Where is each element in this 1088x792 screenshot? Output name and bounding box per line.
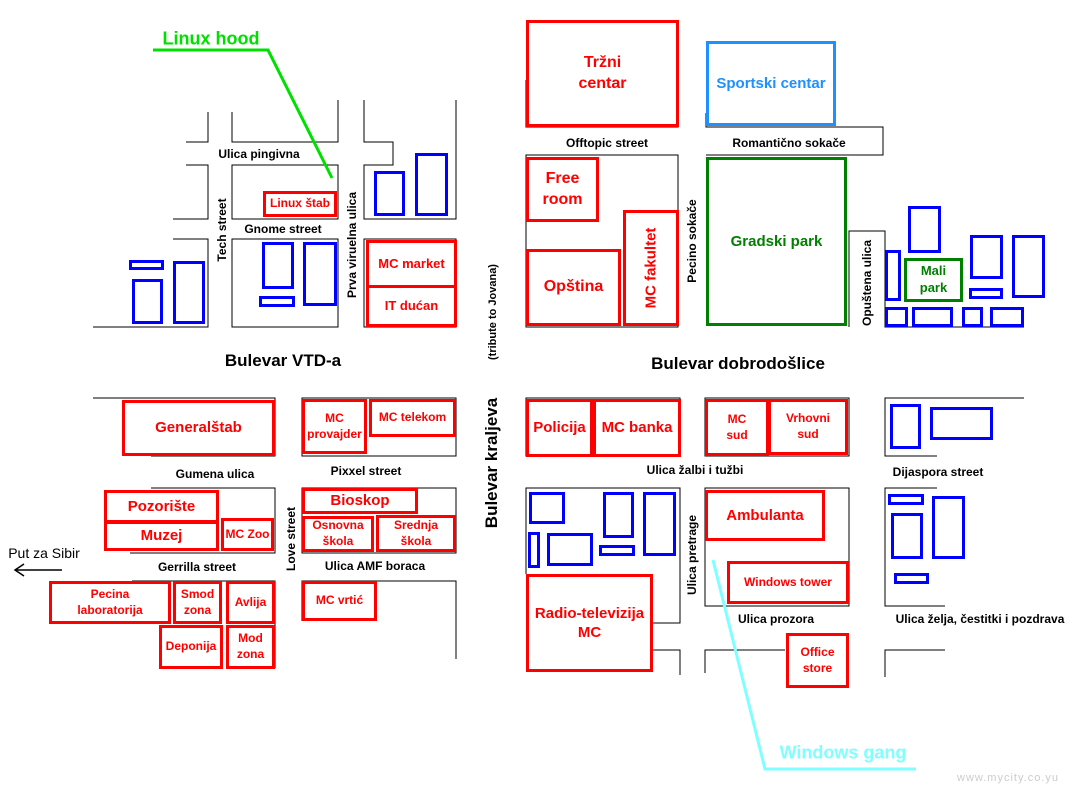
building-mc-banka[interactable]: MC banka (593, 399, 681, 457)
residential-building (890, 404, 921, 449)
residential-building (303, 242, 337, 306)
linux-hood-label: Linux hood (162, 28, 260, 49)
building-generalstab[interactable]: Generalštab (122, 400, 275, 456)
residential-building (912, 307, 953, 327)
watermark: www.mycity.co.yu (957, 772, 1059, 784)
residential-building (129, 260, 164, 270)
street-bulevar-dobrodoslice: Bulevar dobrodošlice (651, 354, 825, 373)
residential-building (599, 545, 635, 556)
building-bioskop[interactable]: Bioskop (302, 488, 418, 514)
residential-building (643, 492, 676, 556)
residential-building (547, 533, 593, 566)
street-offtopic: Offtopic street (565, 136, 649, 150)
residential-building (990, 307, 1024, 327)
street-zalbi: Ulica žalbi i tužbi (646, 463, 744, 477)
building-muzej[interactable]: Muzej (104, 521, 219, 551)
residential-building (603, 492, 634, 538)
building-free-room[interactable]: Free room (526, 157, 599, 222)
building-gradski-park[interactable]: Gradski park (706, 157, 847, 326)
building-mc-zoo[interactable]: MC Zoo (221, 518, 274, 551)
street-prva-viruelna: Prva viruelna ulica (345, 191, 359, 299)
street-bulevar-vtd: Bulevar VTD-a (224, 351, 342, 370)
building-linux-stab[interactable]: Linux štab (263, 191, 337, 217)
street-pixxel: Pixxel street (330, 464, 402, 478)
building-windows-tower[interactable]: Windows tower (727, 561, 849, 604)
residential-building (132, 279, 163, 324)
street-pretrage: Ulica pretrage (685, 514, 699, 596)
building-office-store[interactable]: Office store (786, 633, 849, 688)
street-pecino: Pecino sokače (685, 199, 699, 283)
street-prozora: Ulica prozora (737, 612, 815, 626)
residential-building (908, 206, 941, 253)
mc-fakultet-label: MC fakultet (642, 227, 660, 309)
street-amf-boraca: Ulica AMF boraca (324, 559, 426, 573)
residential-building (891, 513, 923, 559)
residential-building (528, 532, 540, 568)
street-tech: Tech street (215, 198, 229, 262)
building-mc-sud[interactable]: MC sud (705, 399, 769, 456)
building-sportski-centar[interactable]: Sportski centar (706, 41, 836, 126)
building-mc-telekom[interactable]: MC telekom (369, 399, 456, 437)
residential-building (374, 171, 405, 216)
street-gnome: Gnome street (244, 222, 322, 236)
residential-building (894, 573, 929, 584)
building-opstina[interactable]: Opština (526, 249, 621, 326)
residential-building (885, 250, 901, 301)
residential-building (932, 496, 965, 559)
residential-building (885, 307, 908, 327)
building-osnovna-skola[interactable]: Osnovna škola (302, 516, 374, 552)
building-pecina-laboratorija[interactable]: Pecina laboratorija (49, 581, 171, 624)
residential-building (173, 261, 205, 324)
building-smod-zona[interactable]: Smod zona (173, 581, 222, 624)
building-radio-televizija[interactable]: Radio-televizija MC (526, 574, 653, 672)
building-mali-park[interactable]: Mali park (904, 258, 963, 302)
street-bulevar-kraljeva-note: (tribute to Jovana) (487, 264, 499, 360)
windows-gang-pointer (711, 559, 916, 771)
street-gerrilla: Gerrilla street (157, 560, 237, 574)
street-bulevar-kraljeva: Bulevar kraljeva (482, 397, 501, 529)
building-mc-provajder[interactable]: MC provajder (302, 399, 367, 454)
building-mod-zona[interactable]: Mod zona (226, 625, 275, 669)
building-mc-market[interactable]: MC market (366, 240, 457, 288)
building-avlija[interactable]: Avlija (226, 581, 275, 624)
building-vrhovni-sud[interactable]: Vrhovni sud (768, 399, 848, 455)
residential-building (962, 307, 983, 327)
street-romanticno: Romantično sokače (732, 136, 846, 150)
building-policija[interactable]: Policija (526, 399, 593, 457)
linux-hood-pointer (153, 48, 334, 179)
residential-building (529, 492, 565, 524)
residential-building (1012, 235, 1045, 298)
residential-building (415, 153, 448, 216)
residential-building (259, 296, 295, 307)
street-love: Love street (284, 506, 298, 572)
building-srednja-skola[interactable]: Srednja škola (376, 515, 456, 552)
street-dijaspora: Dijaspora street (892, 465, 984, 479)
building-ambulanta[interactable]: Ambulanta (705, 490, 825, 541)
building-it-ducan[interactable]: IT dućan (366, 285, 457, 327)
street-zelja: Ulica želja, čestitki i pozdrava (895, 612, 1065, 626)
building-pozoriste[interactable]: Pozorište (104, 490, 219, 523)
residential-building (970, 235, 1003, 279)
residential-building (930, 407, 993, 440)
building-mc-fakultet[interactable]: MC fakultet (623, 210, 679, 326)
windows-gang-label: Windows gang (779, 742, 907, 763)
residential-building (262, 242, 294, 289)
street-gumena: Gumena ulica (175, 467, 255, 481)
building-mc-vrtic[interactable]: MC vrtić (302, 581, 377, 621)
building-deponija[interactable]: Deponija (159, 625, 223, 669)
residential-building (888, 494, 924, 505)
street-ulica-pingivna: Ulica pingivna (218, 147, 300, 161)
residential-building (969, 288, 1003, 299)
put-za-sibir-label: Put za Sibir (8, 545, 80, 561)
building-trzni-centar[interactable]: Tržni centar (526, 20, 679, 127)
street-opustena: Opuštena ulica (860, 239, 874, 327)
